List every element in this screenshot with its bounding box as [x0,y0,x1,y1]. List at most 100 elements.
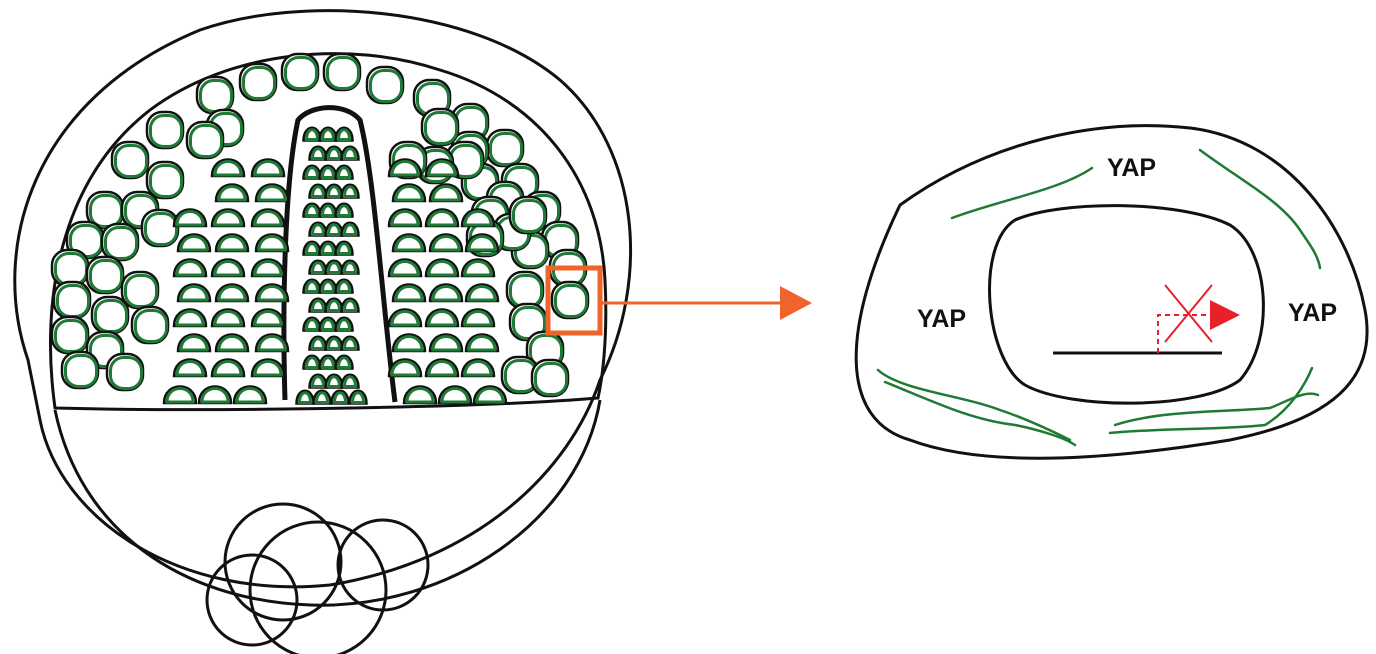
ectoderm-cell [507,272,543,308]
mesoderm-cell [212,360,244,377]
axial-cell [320,318,337,331]
mesoderm-cell [174,210,206,227]
transcription-arrowhead [1210,300,1240,330]
mesoderm-cell [216,285,248,302]
ectoderm-cell [132,307,168,343]
mesoderm-cell [212,260,244,277]
axial-cell [320,280,337,293]
mesoderm-cell [252,260,284,277]
yap-label-top: YAP [1107,154,1156,182]
ectoderm-cell [240,64,276,100]
axial-cell [297,391,314,404]
axial-cell [304,356,321,369]
axial-cell [326,337,343,350]
mesoderm-cell [426,260,458,277]
mesoderm-cell [430,235,462,252]
axial-cell [342,375,359,388]
ectoderm-cell [87,257,123,293]
ectoderm-cell [510,197,546,233]
axial-cell [304,166,321,179]
mesoderm-cell [389,310,421,327]
ectoderm-cell [112,142,148,178]
mesoderm-cell [212,160,244,177]
axial-cell [336,242,353,255]
ectoderm-cell [52,317,88,353]
mesoderm-cell [164,387,196,404]
mesoderm-cell [252,210,284,227]
axial-cell [320,128,337,141]
mesoderm-cell [426,210,458,227]
ectoderm-cell [282,54,318,90]
ectoderm-cell [324,54,360,90]
axial-cell [326,185,343,198]
filament [952,168,1092,218]
inhibited-transcription [1158,285,1240,353]
mesoderm-cell [462,310,494,327]
mesoderm-cell [474,387,506,404]
axial-cell [310,337,327,350]
mesoderm-cell [174,260,206,277]
axial-cell [304,280,321,293]
mesoderm-cell [404,387,436,404]
ectoderm-cell [52,250,88,286]
axial-cell [350,391,367,404]
axial-cell [314,391,331,404]
mesoderm-cell [234,387,266,404]
mesoderm-cell [426,360,458,377]
mesoderm-cell [199,387,231,404]
nucleus[interactable] [990,206,1264,404]
yap-label-right: YAP [1288,299,1337,327]
axial-cell [320,242,337,255]
ectoderm-cell [122,272,158,308]
axial-cell [336,318,353,331]
mesoderm-cell [178,335,210,352]
mesoderm-cell [252,310,284,327]
ectoderm-cell [147,162,183,198]
ectoderm-cell [187,122,223,158]
ectoderm-cell [197,77,233,113]
mesoderm-cell [256,235,288,252]
filament [1110,368,1312,433]
mesoderm-cell [216,235,248,252]
mesoderm-cell [393,185,425,202]
filament [1115,394,1318,425]
ectoderm-cell [54,282,90,318]
ectoderm-cell [422,109,458,145]
axial-cell [320,204,337,217]
axial-cell [310,185,327,198]
filament [885,382,1075,445]
axial-cell [342,223,359,236]
ectoderm-cell [532,360,568,396]
axial-cell [326,375,343,388]
mesoderm-cell [212,210,244,227]
ectoderm-cell [487,130,523,166]
mesoderm-cell [174,310,206,327]
axial-cell [320,166,337,179]
axial-cell [304,128,321,141]
mesoderm-cell [178,285,210,302]
mesoderm-cell [439,387,471,404]
axial-cell [342,147,359,160]
mesoderm-cell [252,360,284,377]
mesoderm-cell [212,310,244,327]
mesoderm-cell [389,210,421,227]
axial-cell [336,356,353,369]
vesicle-4 [338,520,428,610]
axial-cell [304,318,321,331]
axial-cell [310,223,327,236]
mesoderm-cell [466,335,498,352]
promoter-dashed-arrow [1158,315,1210,353]
axial-cell [326,299,343,312]
mesoderm-cell [389,360,421,377]
vesicle-2 [250,522,386,654]
axial-cell [342,261,359,274]
callout-arrow-head [780,286,812,320]
axial-cell [310,299,327,312]
axial-cell [310,147,327,160]
mesoderm-cell [393,335,425,352]
axial-cell [310,375,327,388]
filament [878,370,1070,440]
axial-cell [342,337,359,350]
axial-cell [342,185,359,198]
